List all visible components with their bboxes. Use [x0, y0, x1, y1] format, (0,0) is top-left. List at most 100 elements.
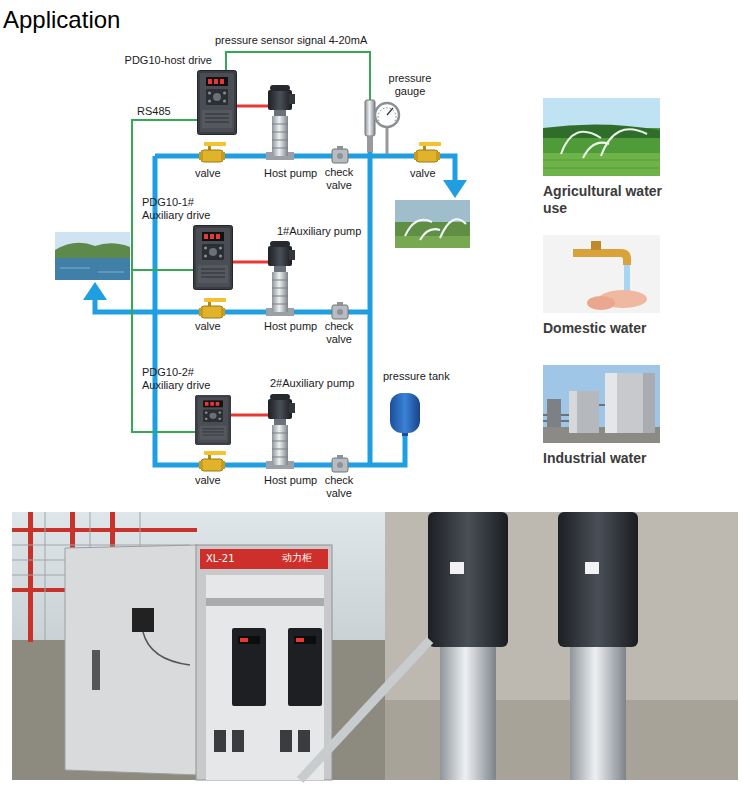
- application-panel-svg-rect: [591, 241, 601, 250]
- drive-unit: PDG10-2# Auxiliary drive: [195, 395, 231, 445]
- application-panel-svg-ellipse: [587, 296, 615, 310]
- drive-unit-svg-rect: [202, 232, 224, 241]
- drive-unit-svg-rect: [206, 77, 228, 86]
- site-photo: [12, 512, 738, 780]
- irrigation-picture-path: [405, 219, 466, 240]
- part-label: Host pump: [264, 167, 317, 180]
- application-panel: Industrial water: [543, 365, 668, 467]
- drive-unit-svg-circle: [213, 93, 221, 101]
- pump-symbol: [266, 241, 295, 316]
- drive-unit-svg-circle: [204, 247, 207, 250]
- site-photo-rect: [428, 512, 508, 647]
- application-panel-svg: [543, 235, 660, 313]
- site-photo-rect: [296, 638, 304, 642]
- drive-unit-svg-rect: [202, 110, 232, 128]
- pressure-gauge-symbol-path: [378, 108, 396, 121]
- site-photo-rect: [385, 700, 738, 780]
- drive-unit-svg-rect: [220, 79, 224, 84]
- site-photo-rect: [196, 545, 332, 780]
- reservoir-picture-rect: [55, 258, 130, 280]
- drive-unit-svg-circle: [219, 247, 222, 250]
- drive-unit-svg-rect: [203, 400, 223, 407]
- site-photo-rect: [240, 638, 248, 642]
- motor-cables-line: [237, 105, 268, 108]
- valve-symbol: [414, 142, 441, 162]
- application-panel-svg-rect: [643, 373, 655, 433]
- application-panel: Agricultural water use: [543, 98, 668, 217]
- drive-unit-svg-rect: [200, 426, 227, 440]
- application-panel-svg-rect: [605, 373, 617, 433]
- application-caption: Domestic water: [543, 320, 668, 337]
- check-valve-symbol: [332, 146, 348, 163]
- drive-unit-svg-rect: [195, 395, 230, 444]
- part-label: check valve: [321, 320, 357, 346]
- site-photo-rect: [238, 636, 260, 644]
- site-photo-rect: [585, 562, 599, 574]
- pressure-tank-symbol: [390, 393, 420, 436]
- part-label: valve: [195, 167, 221, 180]
- site-photo-rect: [450, 562, 464, 574]
- site-photo-line: [300, 640, 430, 780]
- drive-unit-svg-rect: [206, 89, 228, 105]
- drive-unit-svg-circle: [223, 92, 226, 95]
- drive-heading: PDG10-host drive: [125, 54, 212, 67]
- application-panel-svg-rect: [543, 235, 660, 313]
- drive-unit-svg-circle: [209, 248, 217, 256]
- drive-unit: PDG10-1# Auxiliary drive: [193, 225, 233, 290]
- sign-text: XL-21: [206, 553, 235, 565]
- part-label: 1#Auxiliary pump: [277, 225, 361, 238]
- irrigation-picture: [395, 200, 470, 248]
- pressure-gauge-symbol-line: [386, 127, 389, 154]
- drive-unit-svg-circle: [204, 255, 207, 258]
- drive-unit-svg-rect: [200, 73, 234, 132]
- drive-unit-svg: [195, 395, 231, 445]
- water-pipes-path: [95, 298, 370, 312]
- application-panel-svg-rect: [543, 365, 660, 443]
- site-photo-rect: [294, 636, 316, 644]
- rs485-connector: [132, 120, 197, 270]
- pressure-sensor: [365, 100, 375, 152]
- site-photo-rect: [232, 628, 266, 706]
- drive-unit-svg-circle: [218, 418, 221, 420]
- pressure-gauge-symbol: [375, 103, 399, 154]
- application-panel-svg: [543, 98, 660, 176]
- drive-unit-svg-rect: [216, 234, 220, 239]
- site-photo-rect: [132, 608, 154, 632]
- drive-heading: PDG10-2# Auxiliary drive: [142, 366, 222, 392]
- pump-symbol: [266, 394, 295, 469]
- site-photo-rect: [92, 650, 100, 690]
- drive-unit-svg-circle: [208, 92, 211, 95]
- flow-arrow: [83, 282, 107, 300]
- motor-cables-line: [231, 414, 268, 417]
- drive-unit: PDG10-host drive: [197, 70, 237, 135]
- site-photo-rect: [558, 512, 638, 647]
- drive-unit-svg-circle: [219, 255, 222, 258]
- site-photo-polygon: [65, 545, 198, 775]
- application-panel-svg-path: [543, 160, 660, 168]
- drive-unit-svg-path: [201, 269, 225, 277]
- site-photo-rect: [385, 512, 738, 780]
- application-panel-svg-rect: [605, 373, 655, 433]
- check-valve-symbol: [332, 455, 348, 472]
- part-label: Host pump: [264, 320, 317, 333]
- site-photo-rect: [288, 628, 322, 706]
- application-panel-svg-path: [573, 249, 631, 265]
- drive-unit-svg-rect: [203, 410, 223, 422]
- drive-unit-svg-rect: [205, 402, 209, 406]
- drive-unit-svg-rect: [214, 79, 218, 84]
- diagram-title: Application: [3, 6, 120, 34]
- drive-unit-svg-circle: [209, 413, 216, 419]
- drive-unit-svg-rect: [210, 402, 214, 406]
- bus-label: RS485: [136, 105, 172, 118]
- site-photo-rect: [214, 730, 226, 752]
- part-label: valve: [195, 320, 221, 333]
- part-label: check valve: [321, 474, 357, 500]
- reservoir-picture-path: [60, 268, 124, 272]
- drive-unit-svg: [193, 225, 233, 290]
- drive-unit-svg-rect: [196, 228, 230, 287]
- sensor-signal-wire: [226, 52, 370, 100]
- pressure-gauge-symbol-line: [387, 108, 393, 115]
- drive-unit-svg-rect: [208, 79, 212, 84]
- part-label: pressure gauge: [386, 72, 434, 98]
- motor-cables-line: [233, 261, 268, 264]
